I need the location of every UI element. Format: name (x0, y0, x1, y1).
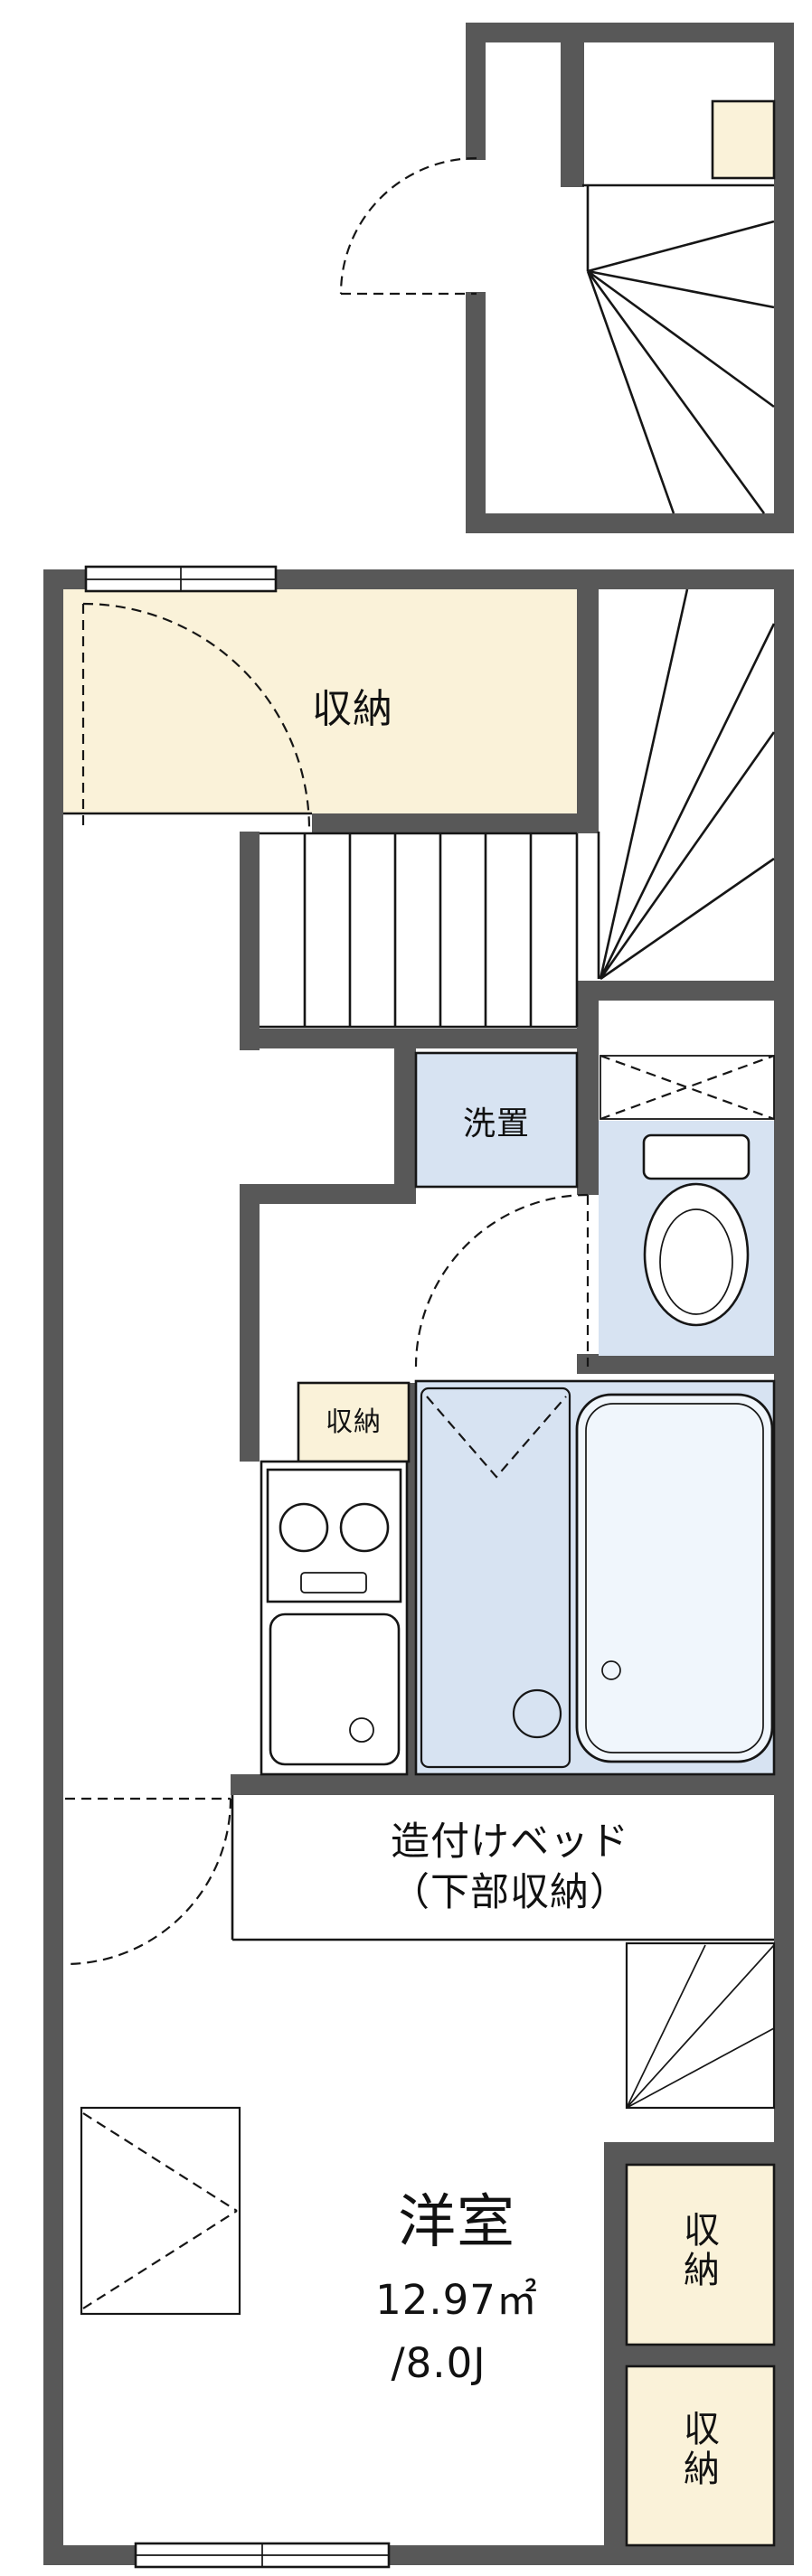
window-bottom (134, 2542, 391, 2569)
wall-segment (577, 981, 794, 1001)
door-arc (414, 1193, 589, 1368)
wall-segment (43, 569, 63, 2565)
label-storage-top: 収納 (312, 686, 393, 732)
bathtub (575, 1393, 774, 1763)
wall-segment (604, 2142, 627, 2545)
label-washer: 洗置 (462, 1105, 530, 1142)
wall-segment (394, 1048, 416, 1204)
storage-right-upper-box (625, 2163, 776, 2346)
wall-segment (774, 569, 794, 2565)
kitchen-sink (269, 1612, 401, 1766)
wall-segment (577, 569, 599, 833)
wall-segment (231, 1774, 794, 1795)
wall-segment (774, 23, 794, 533)
window-top (84, 565, 278, 593)
winder-stairs (597, 588, 776, 981)
wall-segment (466, 513, 794, 533)
shelf-outline (625, 1941, 776, 2110)
kitchen-unit (260, 1460, 409, 1776)
bath-unit (420, 1387, 774, 1769)
wall-segment (604, 2142, 794, 2165)
washing-area (420, 1387, 571, 1769)
winder-stair-treads (597, 588, 776, 981)
built-in-bed (231, 1795, 774, 1941)
label-room-area-jo: /8.0J (391, 2339, 486, 2387)
wall-segment (466, 23, 794, 42)
storage-hall (297, 1381, 411, 1463)
wall-segment (561, 42, 584, 187)
label-bed-line2: （下部収納） (391, 1870, 629, 1915)
storage-areas (63, 99, 776, 2547)
wall-segment (466, 292, 486, 533)
room-counter (80, 2106, 241, 2316)
wall-segment (240, 832, 260, 1050)
label-storage-right-lower: 収納 (677, 2410, 719, 2489)
winder-stair-treads (582, 183, 775, 514)
toilet-tank (642, 1133, 751, 1180)
wall-segment (312, 812, 579, 833)
bathtub-rim (585, 1403, 764, 1753)
toilet-door-swing (414, 1193, 590, 1368)
corner-shelf (625, 1941, 776, 2110)
toilet-bowl (643, 1182, 750, 1327)
wall-segment (577, 1001, 599, 1195)
straight-stairs (260, 832, 579, 1029)
upper-stairwell (339, 156, 775, 514)
wall-segment (240, 1184, 416, 1204)
counter-outline (80, 2106, 241, 2316)
label-storage-hall: 収納 (326, 1406, 382, 1438)
stove-burner (279, 1502, 329, 1553)
label-room-area-m2: 12.97㎡ (375, 2276, 538, 2324)
room-door-swing (64, 1797, 232, 1966)
washing-drain (512, 1688, 562, 1739)
stove-burner (339, 1502, 390, 1553)
overhead-cabinet (600, 1054, 775, 1121)
cabinet-cross (600, 1054, 775, 1121)
wall-segment (240, 1029, 579, 1048)
door-arc (64, 1798, 232, 1966)
storage-door-swing (81, 602, 311, 831)
washer-space (414, 1051, 579, 1189)
label-bed-line1: 造付けベッド (391, 1819, 629, 1865)
wall-segment (577, 1354, 794, 1374)
storage-room-top (63, 589, 577, 813)
cabinet-outline (600, 1055, 775, 1120)
door-arc (82, 602, 311, 831)
stairwell-door-swing (339, 156, 477, 296)
label-room-name: 洋室 (398, 2189, 515, 2256)
window-glass-line (136, 2543, 389, 2567)
label-storage-right-upper: 収納 (677, 2211, 719, 2290)
toilet-seat (659, 1208, 733, 1315)
stair-treads (260, 832, 579, 1029)
stairwell-shelf (711, 99, 776, 180)
storage-right-lower-box (625, 2364, 776, 2547)
counter-diagonals (82, 2112, 238, 2309)
wall-segment (240, 1184, 260, 1462)
wall-segment (627, 2345, 774, 2366)
toilet-fixture (642, 1133, 751, 1327)
bed-outline (231, 1795, 774, 1941)
door-arc (339, 156, 477, 295)
window-glass-line (86, 567, 276, 591)
shelf-diagonals (626, 1944, 775, 2109)
bath-folding-door (426, 1396, 567, 1479)
bathtub-drain (601, 1660, 621, 1680)
sink-drain (349, 1717, 374, 1743)
stove-grill (300, 1572, 367, 1594)
wall-segment (466, 23, 486, 160)
